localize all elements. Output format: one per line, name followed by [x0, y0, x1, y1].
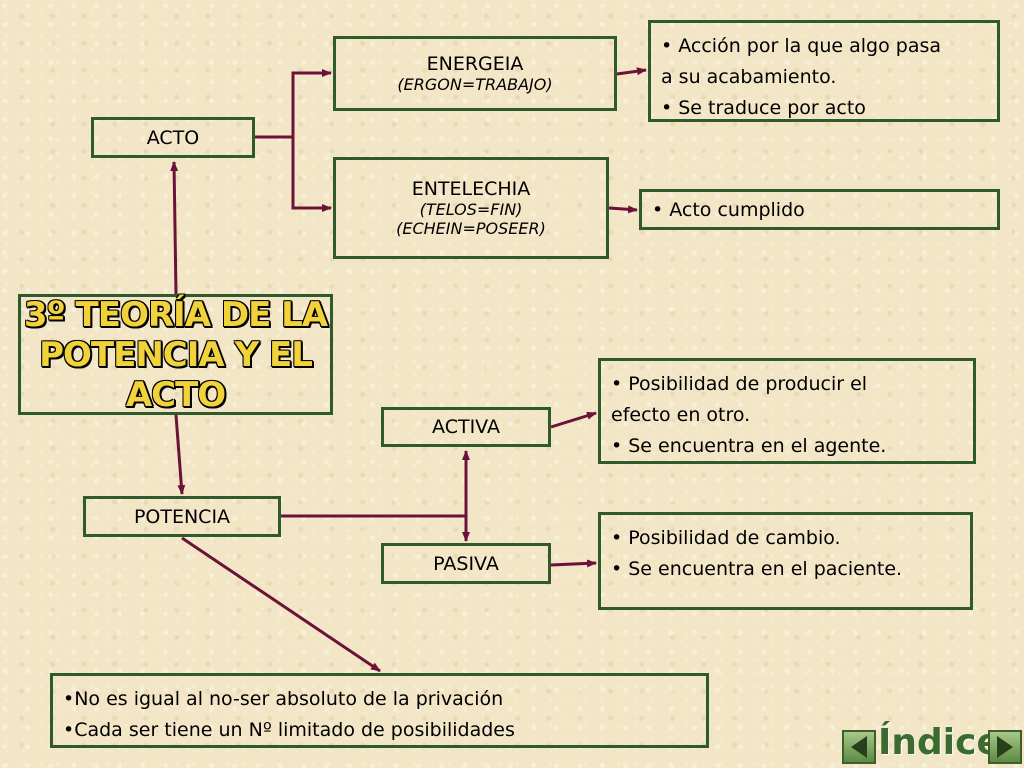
entelechia-desc-box: • Acto cumplido [639, 189, 1000, 230]
potencia-label: POTENCIA [133, 505, 231, 528]
next-slide-button[interactable] [988, 730, 1022, 764]
potencia-desc-line: •No es igual al no-ser absoluto de la pr… [63, 688, 504, 710]
acto-to-entelechia-line [291, 137, 332, 212]
arrow-left-icon [851, 736, 867, 758]
pasiva-desc-box: • Posibilidad de cambio. • Se encuentra … [598, 512, 973, 610]
pasiva-to-desc-line [550, 559, 597, 568]
potencia-box: POTENCIA [83, 496, 281, 537]
title-to-potencia-line [174, 414, 186, 495]
activa-label: ACTIVA [432, 416, 500, 438]
entelechia-label: ENTELECHIA [411, 178, 531, 200]
arrow-right-icon [997, 736, 1013, 758]
acto-label: ACTO [146, 126, 200, 149]
activa-desc-box: • Posibilidad de producir el efecto en o… [598, 358, 976, 464]
title-to-acto-line [170, 161, 179, 295]
entelechia-box: ENTELECHIA (TELOS=FIN) (ECHEIN=POSEER) [333, 157, 609, 259]
energeia-desc-box: • Acción por la que algo pasa a su acaba… [648, 20, 1000, 122]
energeia-to-desc-line [616, 67, 647, 76]
potencia-to-desc-line [181, 536, 381, 673]
activa-desc-line: efecto en otro. [611, 404, 751, 426]
pasiva-desc-line: • Posibilidad de cambio. [611, 527, 841, 549]
activa-box: ACTIVA [381, 407, 551, 447]
activa-desc-line: • Se encuentra en el agente. [611, 435, 887, 457]
index-navigation: Índice [842, 722, 1024, 768]
entelechia-to-desc-line [608, 205, 638, 214]
pasiva-desc-line: • Se encuentra en el paciente. [611, 558, 903, 580]
energeia-desc-line: a su acabamiento. [661, 66, 837, 88]
potencia-desc-line: •Cada ser tiene un Nº limitado de posibi… [63, 719, 515, 741]
prev-slide-button[interactable] [842, 730, 876, 764]
pasiva-box: PASIVA [381, 543, 551, 584]
energeia-box: ENERGEIA (ERGON=TRABAJO) [333, 36, 617, 111]
entelechia-sub-echein: (ECHEIN=POSEER) [396, 219, 546, 238]
activa-to-desc-line [550, 411, 597, 429]
title-line-2: POTENCIA Y EL ACTO [39, 334, 313, 415]
pasiva-label: PASIVA [433, 552, 499, 575]
energeia-sub: (ERGON=TRABAJO) [397, 75, 553, 94]
energeia-desc-line: • Acción por la que algo pasa [661, 35, 942, 57]
acto-box: ACTO [91, 117, 255, 158]
entelechia-sub-telos: (TELOS=FIN) [419, 200, 523, 219]
title-line-1: 3º TEORÍA DE LA [23, 294, 328, 335]
index-link[interactable]: Índice [878, 722, 1001, 763]
energeia-label: ENERGEIA [426, 53, 524, 75]
entelechia-desc-line: • Acto cumplido [652, 199, 805, 221]
acto-to-energeia-line [255, 69, 332, 139]
energeia-desc-line: • Se traduce por acto [661, 97, 866, 119]
title-box: 3º TEORÍA DE LA POTENCIA Y EL ACTO [18, 294, 333, 415]
potencia-desc-box: •No es igual al no-ser absoluto de la pr… [50, 673, 709, 748]
activa-desc-line: • Posibilidad de producir el [611, 373, 868, 395]
